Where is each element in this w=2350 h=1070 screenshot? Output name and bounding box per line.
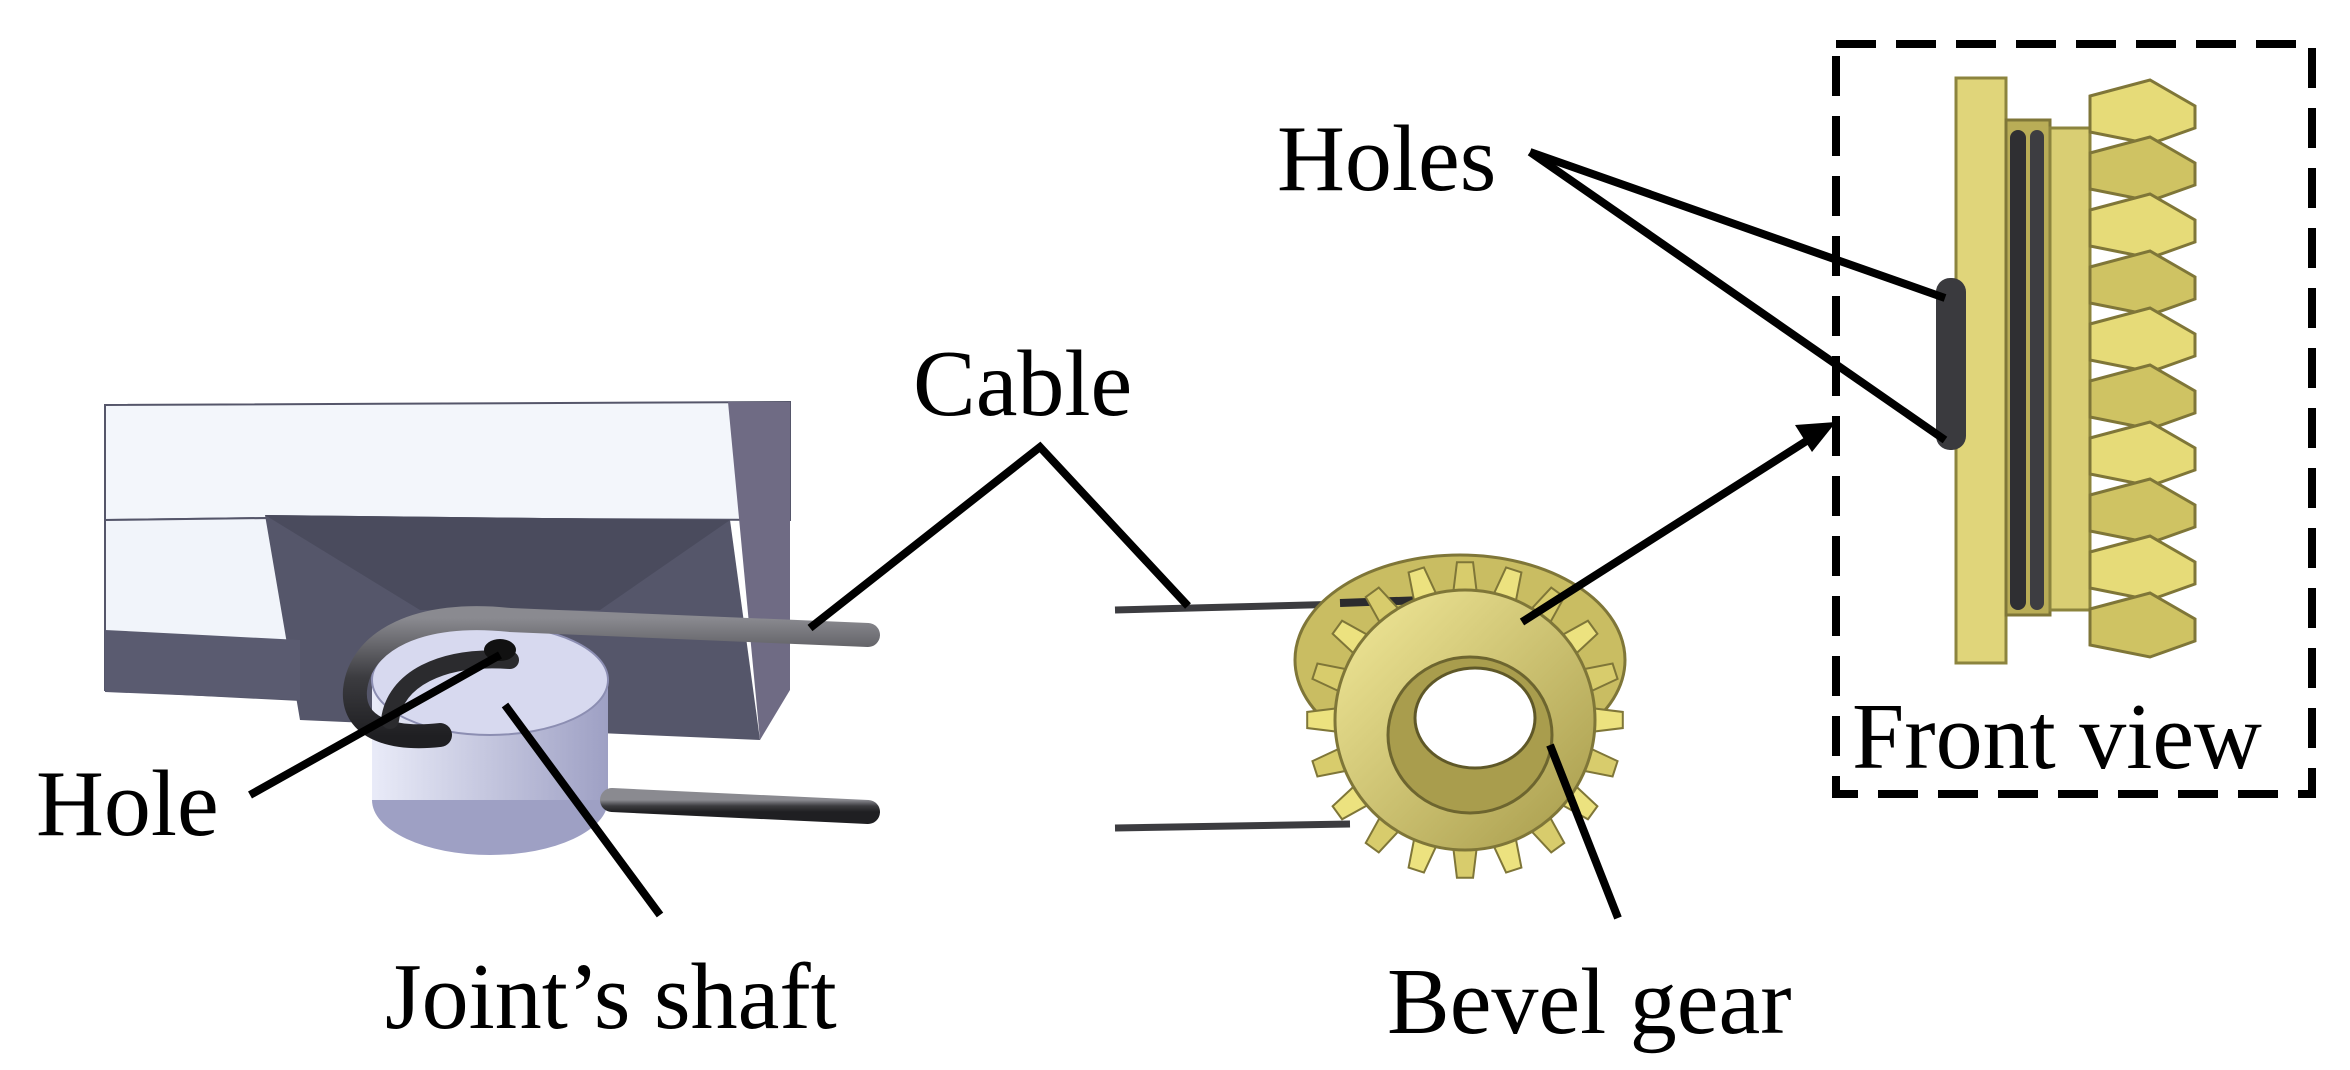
block-chamfer [265, 515, 730, 610]
label-front-view: Front view [1852, 685, 2262, 789]
block-right-face [728, 402, 790, 740]
holes-leader-2 [1527, 148, 1948, 444]
cable-side-2 [2030, 130, 2044, 610]
side-gear-tooth [2088, 306, 2197, 374]
leader-lines [248, 148, 1948, 920]
side-gear-tooth [2088, 135, 2197, 203]
side-gear-tooth [2088, 477, 2197, 545]
side-gear-tooth [2088, 249, 2197, 317]
cable-lower-left [600, 788, 880, 824]
shaft-leader [501, 702, 664, 918]
view-arrow-line [1519, 436, 1811, 626]
label-holes: Holes [1277, 107, 1497, 211]
front-view-frame [1832, 40, 2316, 798]
side-gear-teeth [2088, 78, 2197, 659]
cable-side-1 [2010, 130, 2026, 610]
side-gear-tooth [2088, 363, 2197, 431]
gear-leader [1546, 743, 1622, 920]
side-gear-tooth [2088, 591, 2197, 659]
cable-leader [807, 441, 1191, 632]
side-gear-tooth [2088, 192, 2197, 260]
block-bottom-strip [105, 630, 300, 700]
label-bevel-gear: Bevel gear [1387, 950, 1792, 1054]
hole-leader [248, 651, 502, 799]
label-joint-shaft: Joint’s shaft [385, 945, 837, 1049]
gear-bore [1413, 666, 1537, 770]
joint-assembly [104, 400, 880, 855]
side-gear-tooth [2088, 78, 2197, 146]
side-gear-tooth [2088, 420, 2197, 488]
view-arrow-head [1795, 422, 1836, 452]
front-view-part [1832, 40, 2316, 798]
plate-right [2048, 126, 2092, 612]
side-gear-tooth [2088, 534, 2197, 602]
label-cable: Cable [913, 332, 1133, 436]
label-hole: Hole [36, 752, 219, 856]
holes-leader-1 [1528, 148, 1947, 302]
cable-upper-left [342, 606, 880, 749]
cable-lower-right [1114, 820, 1351, 832]
block-top-face [104, 400, 791, 522]
cable-hole-bump [1936, 278, 1966, 450]
